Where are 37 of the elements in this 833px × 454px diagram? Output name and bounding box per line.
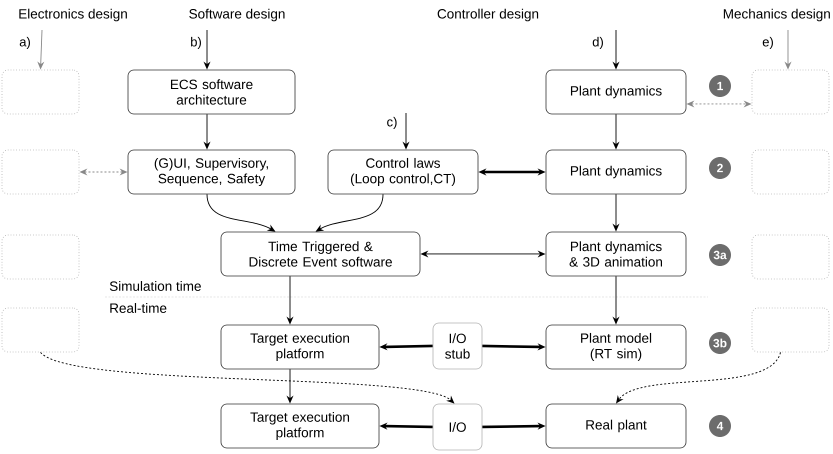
column-heading: Electronics design: [19, 8, 127, 22]
process-box: (G)UI, Supervisory, Sequence, Safety: [128, 150, 296, 194]
process-box: Plant model (RT sim): [546, 324, 686, 370]
zone-label: Real-time: [110, 303, 166, 313]
placeholder-box: [752, 70, 830, 114]
edge-label: c): [386, 116, 398, 130]
step-badge: 2: [709, 157, 731, 179]
process-box: Control laws (Loop control,CT): [328, 150, 478, 194]
placeholder-box: [752, 234, 830, 280]
process-box: Time Triggered & Discrete Event software: [220, 232, 420, 276]
process-box: Target execution platform: [220, 404, 380, 448]
column-heading: Software design: [189, 8, 284, 22]
process-box: Target execution platform: [220, 324, 380, 370]
edge-label: b): [189, 36, 203, 50]
process-box: ECS software architecture: [128, 70, 296, 114]
placeholder-box: [752, 150, 830, 194]
edge-label: e): [761, 36, 775, 50]
step-badge: 3a: [709, 244, 731, 266]
process-box: Plant dynamics & 3D animation: [546, 232, 686, 276]
column-heading: Mechanics design: [724, 8, 830, 22]
zone-label: Simulation time: [110, 281, 201, 291]
placeholder-box: [2, 234, 80, 280]
process-box: Real plant: [546, 404, 686, 448]
io-box: I/O stub: [432, 322, 482, 370]
placeholder-box: [2, 308, 80, 352]
step-badge: 3b: [709, 332, 731, 354]
placeholder-box: [2, 70, 80, 114]
step-badge: 1: [709, 75, 731, 97]
placeholder-box: [2, 150, 80, 194]
io-box: I/O: [432, 404, 482, 450]
placeholder-box: [752, 308, 830, 352]
edge-label: a): [18, 36, 32, 50]
edge-label: d): [591, 36, 605, 50]
process-box: Plant dynamics: [546, 150, 686, 194]
column-heading: Controller design: [438, 8, 538, 22]
step-badge: 4: [709, 414, 731, 437]
process-box: Plant dynamics: [546, 70, 686, 114]
